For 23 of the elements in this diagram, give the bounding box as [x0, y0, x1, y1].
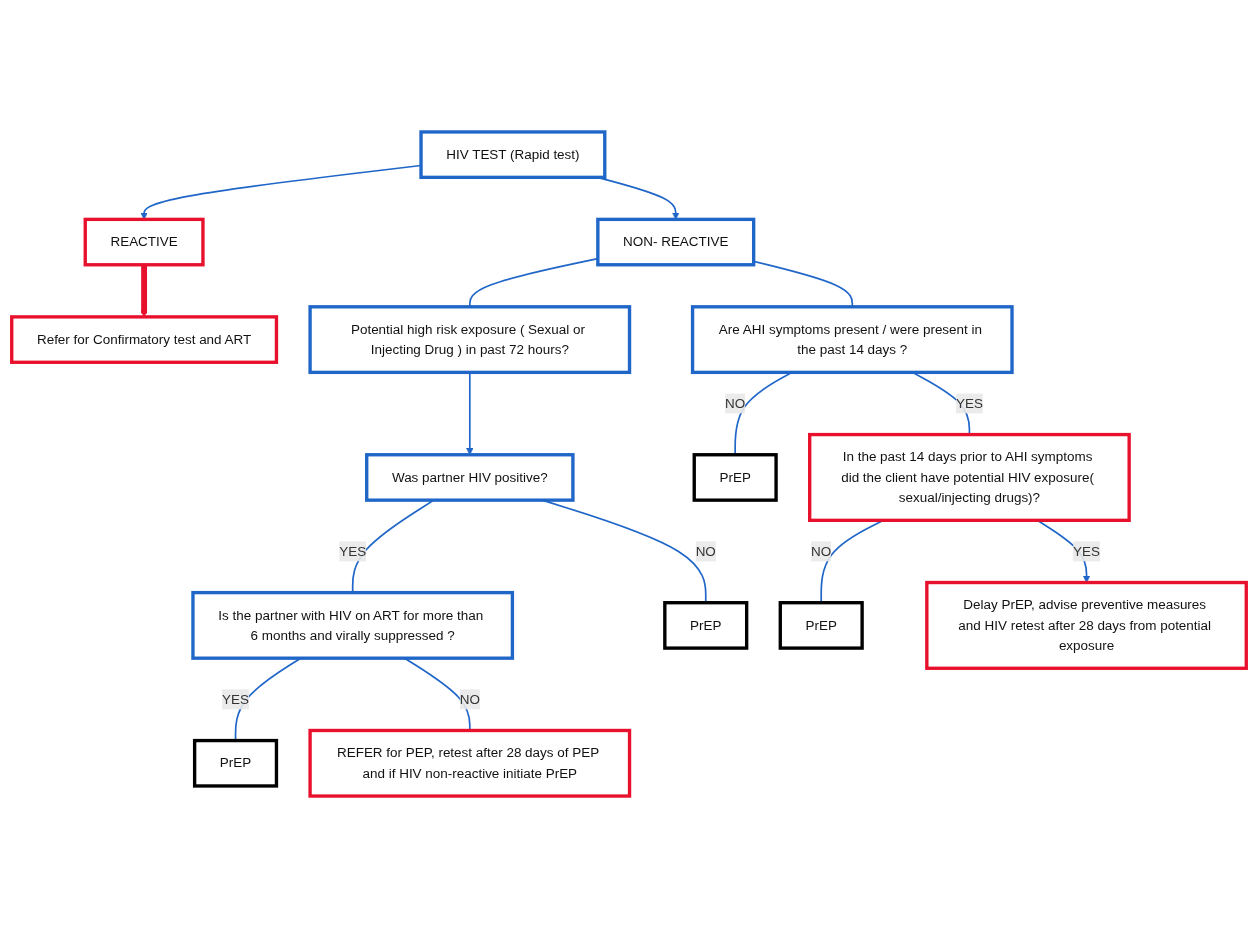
node-box: Refer for Confirmatory test and ART — [10, 315, 279, 364]
edge-label: NO — [695, 543, 716, 559]
node-box: Was partner HIV positive? — [365, 453, 575, 502]
node-box: NON- REACTIVE — [596, 217, 756, 267]
edge-label: NO — [811, 543, 832, 559]
edge-label: NO — [725, 395, 746, 411]
node-box: PrEP — [692, 453, 778, 502]
edge-label: YES — [339, 543, 367, 559]
node-box: PrEP — [778, 601, 864, 650]
node-box: PrEP — [663, 601, 749, 650]
node-box: Is the partner with HIV on ART for more than 6 months and virally suppressed ? — [191, 590, 515, 660]
node-box: Potential high risk exposure ( Sexual or Injecting Drug ) in past 72 hours? — [308, 305, 632, 375]
node-box: HIV TEST (Rapid test) — [419, 130, 607, 179]
node-box: In the past 14 days prior to AHI symptoms did the client have potential HIV exposure( sexual/injecting drugs)? — [808, 432, 1131, 522]
node-box: REACTIVE — [83, 217, 205, 267]
node-box: REFER for PEP, retest after 28 days of PEP and if HIV non-reactive initiate PrEP — [308, 728, 632, 798]
node-box: Are AHI symptoms present / were present in the past 14 days ? — [690, 305, 1014, 375]
node-box: Delay PrEP, advise preventive measures and HIV retest after 28 days from potential exposure — [925, 580, 1248, 670]
node-box: PrEP — [192, 738, 279, 788]
edge-label: YES — [955, 395, 983, 411]
edge-label: NO — [459, 691, 480, 707]
edge-label: YES — [1073, 543, 1101, 559]
edge-label: YES — [222, 691, 249, 707]
